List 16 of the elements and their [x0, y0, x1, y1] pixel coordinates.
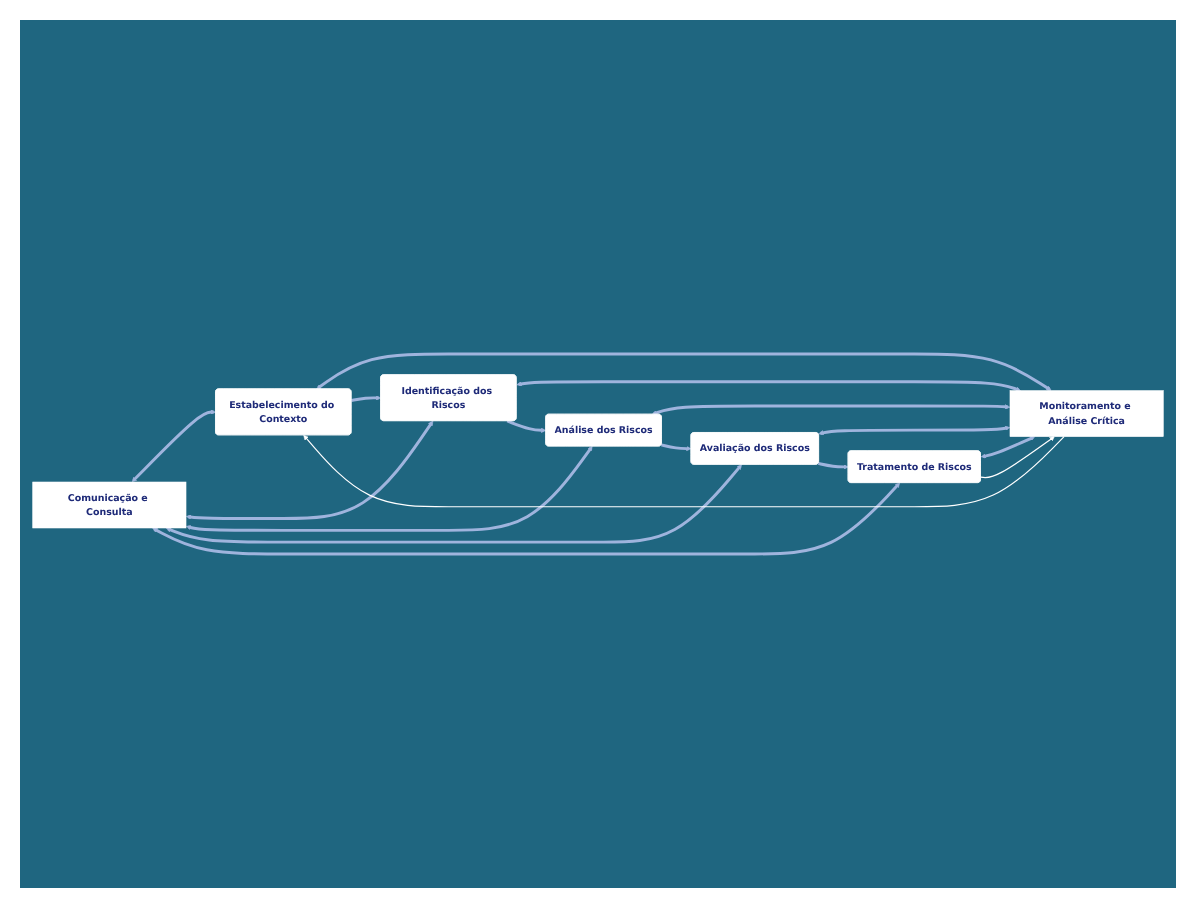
arrow	[506, 419, 547, 433]
arrow	[303, 434, 1065, 508]
arrow	[186, 446, 593, 532]
arrow	[980, 436, 1036, 459]
arrow	[980, 436, 1055, 479]
arrow	[516, 380, 1021, 392]
arrow	[316, 352, 1052, 391]
arrow	[661, 443, 692, 452]
arrow	[186, 420, 434, 521]
arrow	[818, 461, 849, 470]
arrow	[818, 425, 1011, 436]
arrow	[165, 464, 742, 544]
arrow	[131, 409, 216, 483]
arrow	[651, 404, 1011, 416]
arrow	[152, 482, 901, 556]
arrow	[351, 395, 382, 402]
